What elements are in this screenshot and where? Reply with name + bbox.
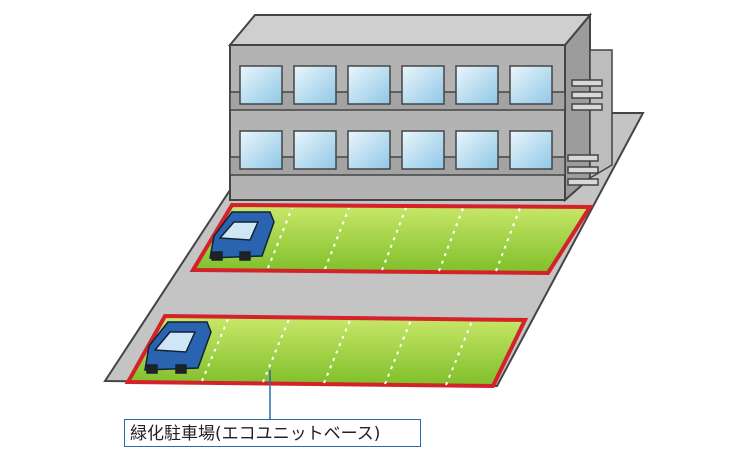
bay-lines-upper bbox=[267, 207, 521, 272]
window bbox=[401, 130, 445, 170]
window bbox=[347, 130, 391, 170]
window bbox=[347, 65, 391, 105]
window bbox=[293, 65, 337, 105]
window bbox=[455, 130, 499, 170]
window bbox=[455, 65, 499, 105]
building bbox=[227, 12, 613, 203]
green-parking-upper bbox=[189, 202, 594, 276]
caption-label: 緑化駐車場(エコユニットベース) bbox=[124, 419, 421, 447]
window bbox=[401, 65, 445, 105]
window bbox=[239, 130, 283, 170]
window bbox=[293, 130, 337, 170]
window bbox=[509, 130, 553, 170]
windows bbox=[239, 65, 553, 170]
car-lower bbox=[144, 321, 212, 374]
window bbox=[509, 65, 553, 105]
roof bbox=[227, 14, 593, 46]
window bbox=[239, 65, 283, 105]
stairs bbox=[567, 79, 603, 186]
green-parking-lower bbox=[124, 313, 529, 389]
bay-lines-lower bbox=[201, 318, 473, 386]
car-upper bbox=[209, 211, 275, 261]
